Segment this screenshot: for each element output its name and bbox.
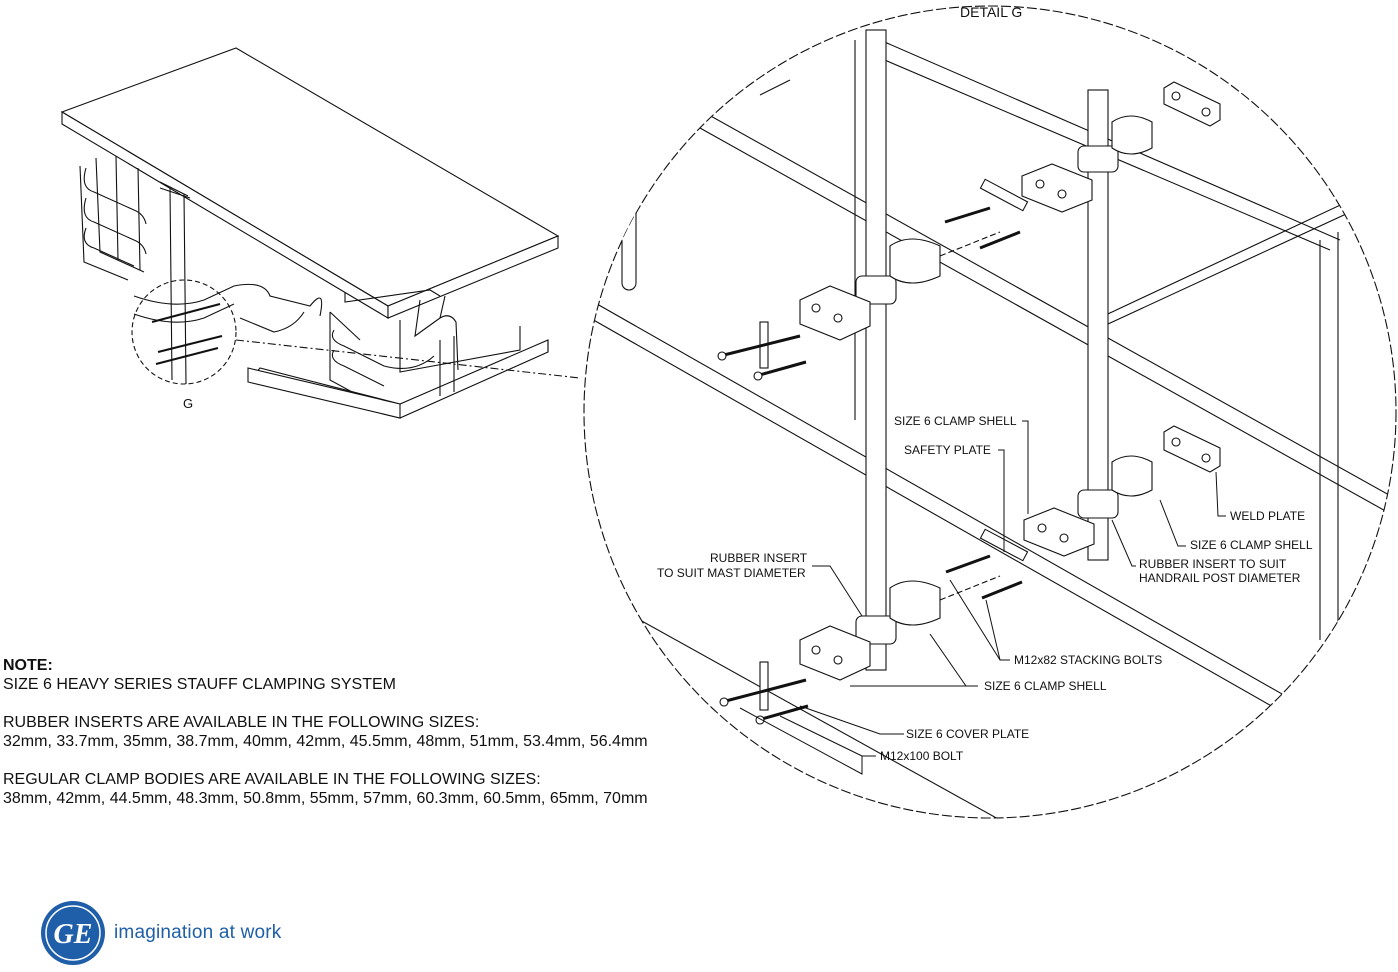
label-rubber-insert-handrail-2: HANDRAIL POST DIAMETER: [1139, 571, 1301, 585]
label-stacking-bolts: M12x82 STACKING BOLTS: [1014, 653, 1162, 667]
notes-line-system: SIZE 6 HEAVY SERIES STAUFF CLAMPING SYST…: [3, 676, 396, 693]
label-clamp-shell-bottom: SIZE 6 CLAMP SHELL: [984, 679, 1107, 693]
notes-line-clamp-heading: REGULAR CLAMP BODIES ARE AVAILABLE IN TH…: [3, 771, 541, 788]
upper-mast-clamp: [717, 231, 1001, 381]
ge-monogram-icon: GE: [41, 901, 105, 965]
logo-tagline: imagination at work: [114, 922, 282, 943]
overview-isometric-view: [60, 47, 581, 419]
notes-line-clamp-sizes: 38mm, 42mm, 44.5mm, 48.3mm, 50.8mm, 55mm…: [3, 790, 648, 807]
detail-circle: [583, 5, 1397, 819]
label-clamp-shell-top: SIZE 6 CLAMP SHELL: [894, 414, 1017, 428]
label-rubber-insert-handrail-1: RUBBER INSERT TO SUIT: [1139, 557, 1287, 571]
lower-mast-clamp: [719, 575, 1001, 725]
label-safety-plate: SAFETY PLATE: [904, 443, 991, 457]
label-rubber-insert-mast-2: TO SUIT MAST DIAMETER: [657, 566, 806, 580]
label-clamp-shell-right: SIZE 6 CLAMP SHELL: [1190, 538, 1313, 552]
label-rubber-insert-mast-1: RUBBER INSERT: [710, 551, 808, 565]
callout-label-g: G: [183, 396, 193, 411]
svg-text:GE: GE: [54, 919, 93, 950]
notes-block: NOTE: SIZE 6 HEAVY SERIES STAUFF CLAMPIN…: [3, 656, 648, 808]
label-cover-plate: SIZE 6 COVER PLATE: [906, 727, 1029, 741]
notes-line-rubber-heading: RUBBER INSERTS ARE AVAILABLE IN THE FOLL…: [3, 714, 480, 731]
ge-logo: GE imagination at work: [40, 900, 282, 966]
notes-heading: NOTE:: [3, 657, 53, 674]
label-weld-plate: WELD PLATE: [1230, 509, 1305, 523]
part-labels: SIZE 6 CLAMP SHELL SAFETY PLATE WELD PLA…: [657, 414, 1313, 763]
leader-lines: [739, 420, 1226, 775]
notes-line-rubber-sizes: 32mm, 33.7mm, 35mm, 38.7mm, 40mm, 42mm, …: [3, 733, 648, 750]
label-bolt: M12x100 BOLT: [880, 749, 964, 763]
detail-title: DETAIL G: [960, 4, 1022, 20]
